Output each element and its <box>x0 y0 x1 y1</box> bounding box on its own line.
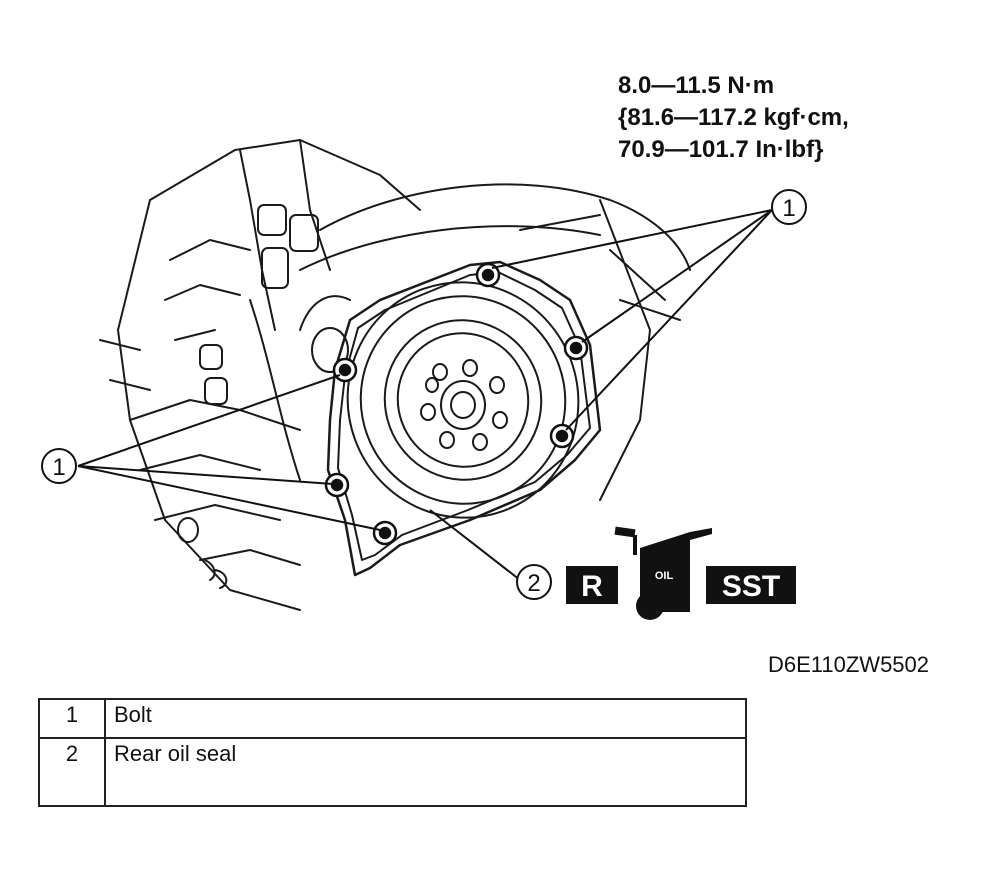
torque-spec-nm: 8.0—11.5 N·m <box>618 72 775 99</box>
callout-circle-1-left <box>41 448 77 484</box>
housing-arc-outer <box>319 183 691 271</box>
block-outline-top <box>149 139 421 211</box>
legend-label: Rear oil seal <box>104 737 747 807</box>
callout-label-1-top: 1 <box>782 195 795 222</box>
bolt-group <box>324 262 589 546</box>
oil-can-label: OIL <box>655 570 674 582</box>
torque-spec: 8.0—11.5 N·m {81.6—117.2 kgf·cm, 70.9—10… <box>618 70 849 166</box>
seal-ring-outer <box>346 281 580 519</box>
seal-plate-inner <box>337 271 591 561</box>
callout-circle-1-top <box>771 189 807 225</box>
torque-spec-kgfcm: {81.6—117.2 kgf·cm, <box>618 104 849 131</box>
replace-badge <box>566 566 618 604</box>
legend-number: 2 <box>38 737 106 807</box>
sst-badge-label: SST <box>722 570 780 603</box>
sst-badge <box>706 566 796 604</box>
legend-number: 1 <box>38 698 106 739</box>
callout-circle-2 <box>516 564 552 600</box>
crank-hub <box>440 380 486 430</box>
replace-badge-label: R <box>581 570 603 603</box>
leader-lines <box>77 209 773 581</box>
table-row: 1 Bolt <box>38 698 747 739</box>
torque-spec-inlbf: 70.9—101.7 In·lbf} <box>618 136 824 163</box>
callout-label-1-left: 1 <box>52 454 65 481</box>
seal-plate-outer <box>326 260 602 577</box>
block-outline-left <box>117 199 301 611</box>
callout-label-2: 2 <box>527 570 540 597</box>
block-ridge <box>239 149 276 331</box>
parts-legend-table: 1 Bolt 2 Rear oil seal <box>38 698 747 807</box>
legend-label: Bolt <box>104 698 747 739</box>
oil-can-icon: OIL <box>614 526 712 620</box>
table-row: 2 Rear oil seal <box>38 737 747 807</box>
figure-code: D6E110ZW5502 <box>768 652 930 677</box>
